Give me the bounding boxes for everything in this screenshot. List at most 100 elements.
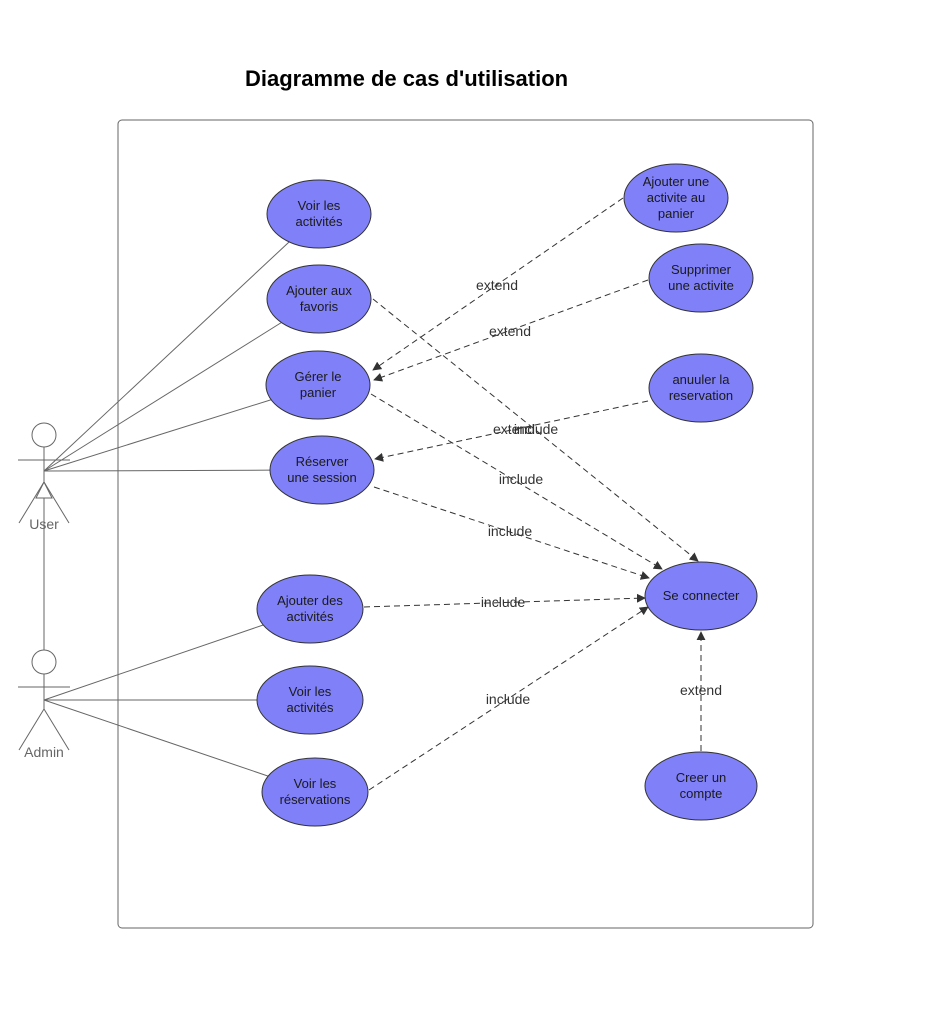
relation-label-include: include	[488, 523, 533, 539]
association-user-ajouter_favoris	[43, 322, 282, 472]
use-case-label: activités	[287, 700, 334, 715]
generalization-admin-user	[35, 480, 53, 650]
association-admin-voir_reservations	[43, 699, 269, 777]
relation-label-include: include	[481, 594, 526, 610]
use-case-ellipse	[266, 264, 372, 334]
relation-label-text: extend	[680, 682, 722, 698]
dashed-arrow	[363, 593, 646, 608]
use-case-label: anuuler la	[672, 372, 730, 387]
relation-labels: extendextendextendincludeincludeincludei…	[476, 277, 722, 707]
dashed-arrow	[370, 393, 663, 570]
relation-label-include: include	[499, 471, 544, 487]
use-case-label: réservations	[280, 792, 351, 807]
association-lines	[35, 241, 290, 777]
actor-head	[31, 649, 57, 675]
use-case-label: Voir les	[289, 684, 332, 699]
extend-annuler_reservation-to-reserver_session	[374, 400, 649, 462]
relation-label-extend: extend	[680, 682, 722, 698]
use-case-label: une session	[287, 470, 356, 485]
association-admin-ajouter_activites	[43, 624, 264, 701]
use-case-label: Voir les	[294, 776, 337, 791]
extend-supprimer_activite-to-gerer_panier	[373, 279, 649, 382]
use-case-ellipse	[266, 179, 372, 249]
use-case-label: Gérer le	[295, 369, 342, 384]
use-case-label: Supprimer	[671, 262, 732, 277]
dependency-relations	[363, 197, 706, 791]
use-case-ellipse	[623, 163, 729, 233]
relation-label-extend: extend	[476, 277, 518, 293]
use-case-ellipse	[644, 751, 758, 821]
use-case-ellipse	[256, 574, 364, 644]
actor-leg-left	[18, 708, 45, 751]
relation-label-text: include	[481, 594, 526, 610]
use-case-label: compte	[680, 786, 723, 801]
relation-label-text: include	[488, 523, 533, 539]
relation-label-text: extend	[489, 323, 531, 339]
use-case-ellipse	[256, 665, 364, 735]
dashed-arrow	[374, 400, 649, 462]
relation-label-text: extend	[493, 421, 535, 437]
use-case-label: Ajouter aux	[286, 283, 352, 298]
use-case-ellipse	[644, 561, 758, 631]
association-user-reserver_session	[43, 469, 271, 472]
use-case-label: panier	[300, 385, 337, 400]
use-case-ellipse	[648, 243, 754, 313]
include-ajouter_activites-to-se_connecter	[363, 593, 646, 608]
use-case-label: favoris	[300, 299, 339, 314]
relation-label-include: include	[486, 691, 531, 707]
use-case-label: activités	[296, 214, 343, 229]
extend-ajouter_activite_panier-to-gerer_panier	[372, 197, 624, 371]
use-case-ellipse	[261, 757, 369, 827]
actor-leg-right	[43, 481, 70, 524]
use-case-label: panier	[658, 206, 695, 221]
actor-label: User	[29, 516, 59, 532]
use-case-label: reservation	[669, 388, 733, 403]
relation-label-text: include	[514, 421, 559, 437]
relation-label-include: include	[514, 421, 559, 437]
association-user-voir_activites_user	[43, 241, 290, 472]
use-case-label: Creer un	[676, 770, 727, 785]
use-case-label: Voir les	[298, 198, 341, 213]
diagram-title: Diagramme de cas d'utilisation	[245, 66, 568, 91]
use-case-se_connecter[interactable]: Se connecter	[644, 561, 758, 631]
include-gerer_panier-to-se_connecter	[370, 393, 663, 570]
use-case-label: activités	[287, 609, 334, 624]
system-boundary	[117, 119, 814, 929]
use-case-label: une activite	[668, 278, 734, 293]
use-case-label: Réserver	[296, 454, 349, 469]
relation-label-extend: extend	[493, 421, 535, 437]
dashed-arrow	[372, 197, 624, 371]
actor-label: Admin	[24, 744, 64, 760]
relation-label-text: include	[486, 691, 531, 707]
use-case-ellipse	[269, 435, 375, 505]
include-voir_reservations-to-se_connecter	[368, 606, 649, 791]
dashed-arrow	[373, 279, 649, 382]
generalization-triangle	[35, 480, 53, 499]
relation-label-text: extend	[476, 277, 518, 293]
use-case-label: activite au	[647, 190, 706, 205]
use-case-label: Ajouter une	[643, 174, 710, 189]
association-user-gerer_panier	[43, 399, 272, 472]
use-case-label: Ajouter des	[277, 593, 343, 608]
use-case-label: Se connecter	[663, 588, 740, 603]
actor-admin: Admin	[18, 649, 70, 760]
dashed-arrow	[373, 486, 650, 580]
use-case-ellipse	[648, 353, 754, 423]
actor-head	[31, 422, 57, 448]
include-reserver_session-to-se_connecter	[373, 486, 650, 580]
actor-user: User	[18, 422, 70, 532]
